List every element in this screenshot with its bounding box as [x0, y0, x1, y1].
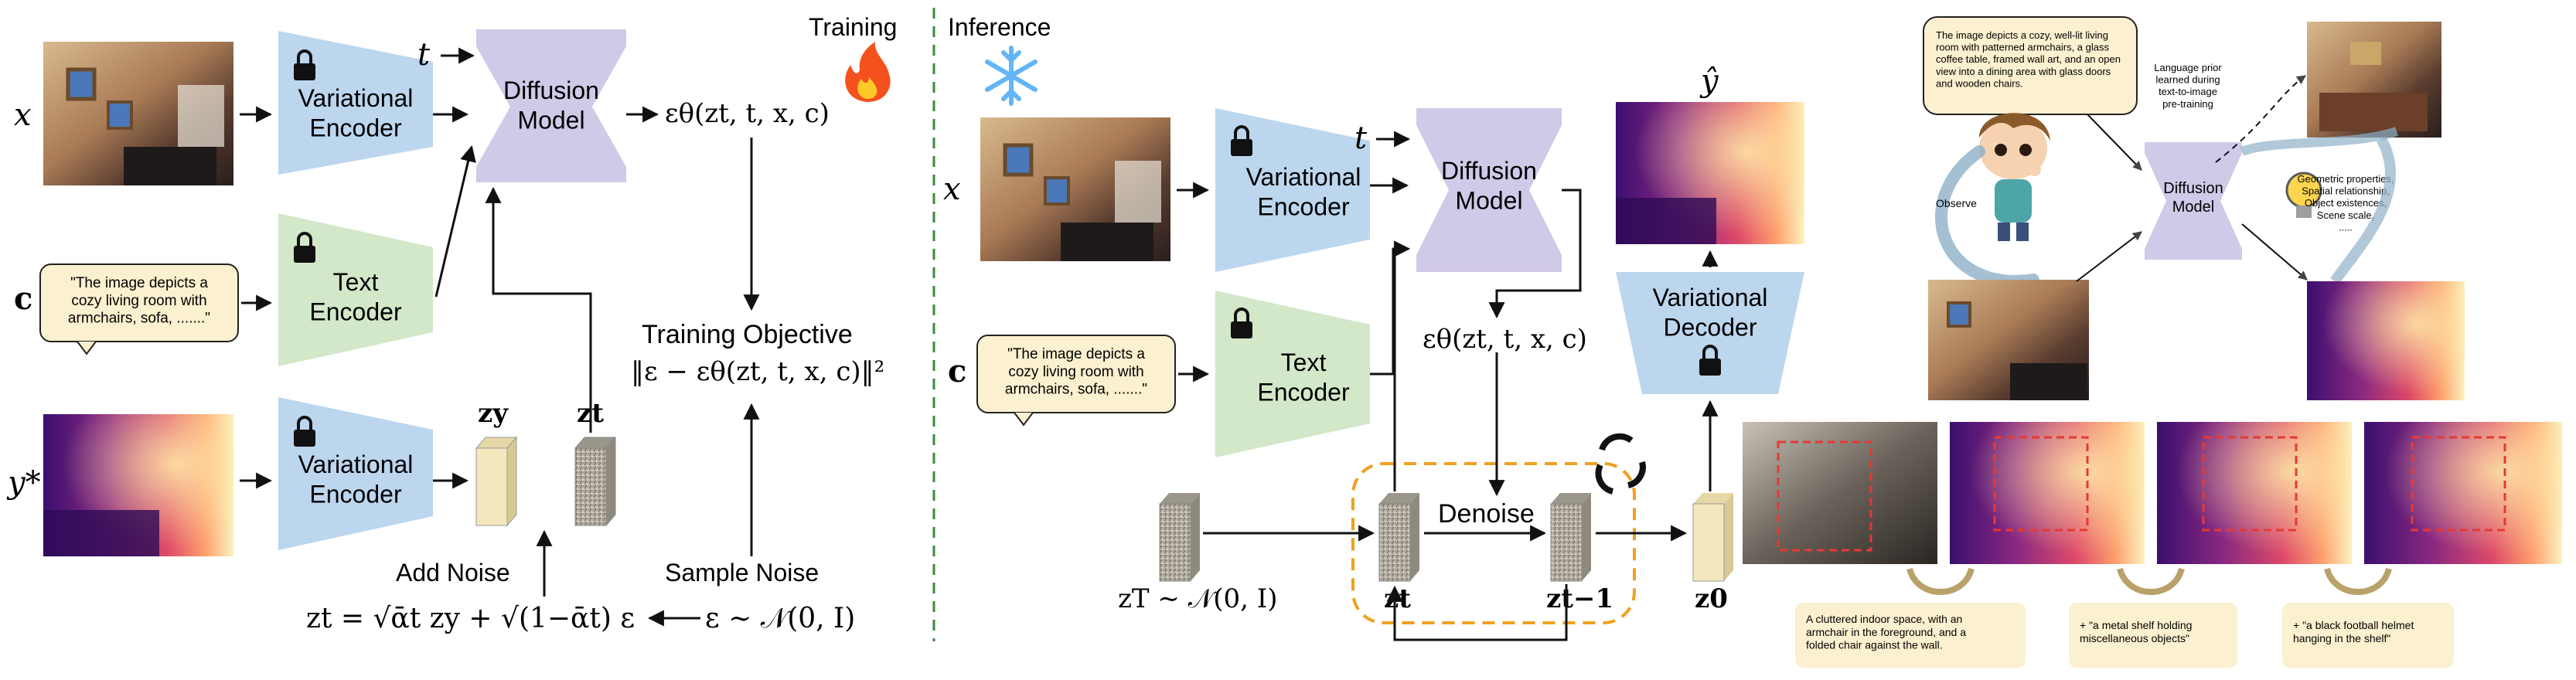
latent-zT-label: zT ∼ 𝒩(0, I)	[1118, 583, 1277, 614]
properties-note: Geometric properties,Spatial relationshi…	[2298, 173, 2394, 233]
output-depth-yhat	[1616, 102, 1804, 244]
observe-label: Observe	[1936, 197, 1977, 209]
speech-text: The image depicts a cozy, well-lit livin…	[1936, 29, 2121, 89]
strip-image-4	[2364, 422, 2562, 564]
input-image-x	[43, 42, 233, 185]
inf-input-x-label: x	[943, 172, 961, 207]
noise-formula: ε ∼ 𝒩(0, I)	[705, 603, 855, 634]
latent-zy-label: zy	[478, 398, 509, 429]
denoise-loop-box	[1351, 462, 1636, 624]
lock-icon	[294, 232, 315, 263]
overview-room-image	[1928, 280, 2089, 400]
overview-panel: The image depicts a cozy, well-lit livin…	[1743, 16, 2562, 668]
inf-latent-zt-label: zt	[1384, 583, 1411, 614]
denoise-label: Denoise	[1438, 499, 1535, 529]
latent-z0	[1692, 493, 1733, 582]
input-depth-y	[43, 414, 233, 556]
overview-depth-output	[2307, 281, 2465, 400]
lock-icon	[294, 416, 315, 447]
strip-image-1	[1743, 422, 1937, 564]
latent-zT	[1159, 493, 1200, 582]
inf-input-image-x	[980, 117, 1170, 261]
latent-zt	[574, 436, 617, 527]
fire-icon	[845, 42, 891, 102]
input-y-label: y*	[6, 465, 41, 501]
yhat-label: ŷ	[1699, 63, 1719, 99]
speech-bubble: The image depicts a cozy, well-lit livin…	[1923, 16, 2138, 115]
inf-t-label: t	[1354, 121, 1368, 156]
inf-latent-zt	[1378, 493, 1419, 582]
train-eps-output: εθ(zt, t, x, c)	[665, 98, 830, 129]
lock-icon	[1231, 125, 1252, 156]
lock-icon	[1231, 308, 1252, 338]
latent-zy	[475, 436, 518, 527]
thinking-boy-icon	[1979, 113, 2050, 241]
objective-title: Training Objective	[642, 320, 853, 349]
lightbulb-icon	[2285, 172, 2322, 218]
input-x-label: x	[14, 97, 32, 133]
lock-icon	[294, 49, 315, 80]
pretrain-room-image	[2307, 22, 2441, 138]
latent-zt-1	[1550, 493, 1591, 582]
inf-eps-output: εθ(zt, t, x, c)	[1423, 324, 1587, 355]
train-t-label: t	[417, 37, 431, 73]
inference-title: Inference	[948, 13, 1051, 41]
train-input-c-label: c	[14, 280, 32, 317]
lock-icon	[1699, 345, 1721, 376]
latent-z0-label: z0	[1695, 583, 1728, 614]
add-noise-label: Add Noise	[396, 559, 510, 586]
strip-image-2	[1950, 422, 2145, 564]
zt-formula: zt = √ᾱt zy + √(1−ᾱt) ε	[306, 603, 635, 634]
objective-formula: ‖ε − εθ(zt, t, x, c)‖²	[631, 356, 884, 387]
training-title: Training	[809, 13, 897, 41]
refresh-icon	[1595, 433, 1646, 495]
inf-input-c-label: c	[948, 353, 966, 389]
sample-noise-label: Sample Noise	[665, 559, 819, 586]
latent-zt-1-label: zt−1	[1546, 583, 1613, 614]
strip-image-3	[2157, 422, 2352, 564]
snowflake-icon	[985, 46, 1038, 106]
